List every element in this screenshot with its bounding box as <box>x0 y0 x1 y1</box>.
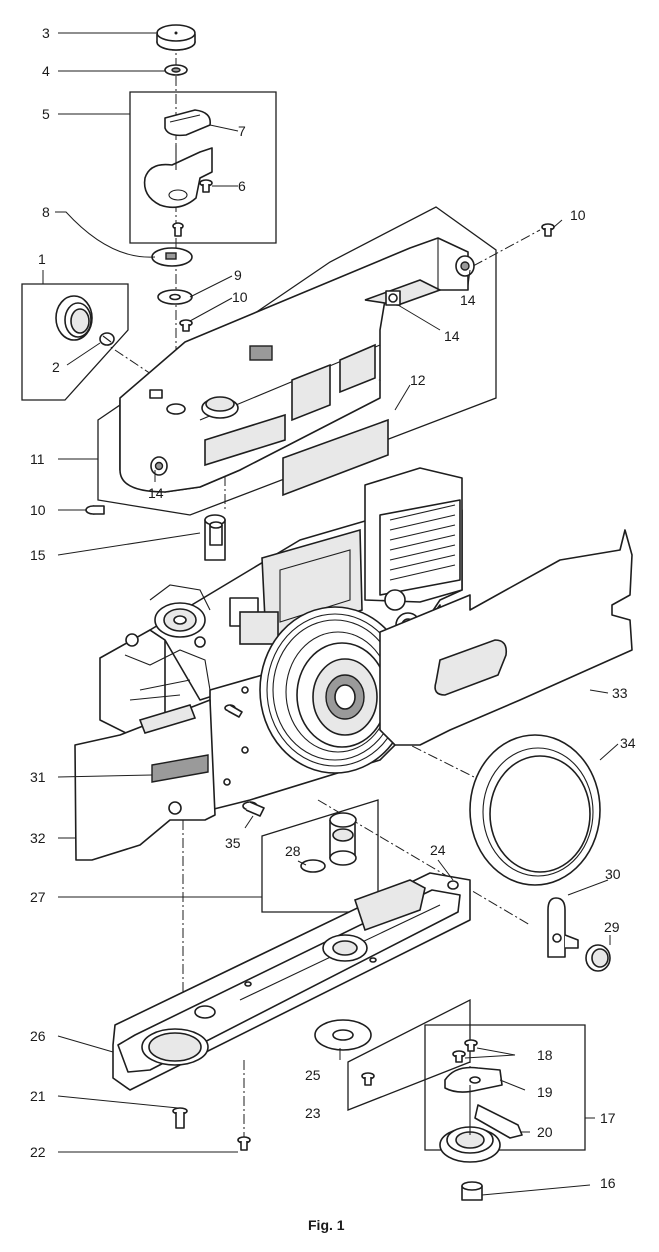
label-20: 20 <box>537 1124 553 1140</box>
group-frame-17 <box>424 1024 586 1151</box>
label-15: 15 <box>30 547 46 563</box>
body-screw-extra <box>224 704 243 718</box>
part-23-screw <box>361 1072 375 1086</box>
part-26-baseplate <box>112 872 471 1091</box>
part-12-window-plate <box>282 418 389 497</box>
part-33-leatherette-right <box>379 529 633 746</box>
label-31: 31 <box>30 769 46 785</box>
group-frame-27 <box>261 799 379 913</box>
leader-lines <box>42 32 619 1196</box>
label-33: 33 <box>612 685 628 701</box>
part-32-leatherette-left <box>74 699 216 861</box>
label-18: 18 <box>537 1047 553 1063</box>
label-27: 27 <box>30 889 46 905</box>
part-30-bracket <box>547 897 579 958</box>
part-5-advance-lever <box>143 145 213 209</box>
part-15-release-stem <box>209 521 223 546</box>
label-16: 16 <box>600 1175 616 1191</box>
label-34: 34 <box>620 735 636 751</box>
label-26: 26 <box>30 1028 46 1044</box>
part-31-plate <box>151 754 209 783</box>
part-10-screw-c <box>85 505 105 515</box>
frame-window <box>204 413 286 467</box>
label-32: 32 <box>30 830 46 846</box>
part-24-screw <box>447 880 459 890</box>
part-14-strap-lug-left <box>150 456 168 476</box>
label-7: 7 <box>238 123 246 139</box>
lens-assembly <box>259 606 411 774</box>
label-24: 24 <box>430 842 446 858</box>
group-frame-1 <box>21 283 129 401</box>
part-21-screw <box>172 1107 188 1129</box>
part-34-front-ring <box>469 734 601 886</box>
group-frame-23 <box>347 998 471 1111</box>
part-35-screw <box>242 801 265 817</box>
label-19: 19 <box>537 1084 553 1100</box>
label-30: 30 <box>605 866 621 882</box>
rangefinder-window <box>339 343 376 394</box>
part-10-screw-a <box>179 319 193 332</box>
group-frame-11 <box>97 206 497 516</box>
viewfinder-window <box>291 363 331 422</box>
part-14-strap-lug-right <box>455 255 475 277</box>
label-6: 6 <box>238 178 246 194</box>
part-7-lever-cover <box>164 109 212 137</box>
label-11: 11 <box>30 451 45 467</box>
part-17-rewind-base <box>439 1085 501 1163</box>
label-10-b: 10 <box>570 207 586 223</box>
part-8-ratchet-plate <box>151 247 193 267</box>
label-10-c: 10 <box>30 502 46 518</box>
label-5: 5 <box>42 106 50 122</box>
figure-caption: Fig. 1 <box>308 1217 345 1233</box>
part-4-collar <box>164 64 188 76</box>
part-11-top-cover <box>119 237 469 493</box>
label-14-right: 14 <box>460 292 476 308</box>
label-25: 25 <box>305 1067 321 1083</box>
label-22: 22 <box>30 1144 46 1160</box>
label-21: 21 <box>30 1088 46 1104</box>
part-10-screw-b <box>541 223 555 237</box>
part-9-washer <box>157 289 193 305</box>
lever-screw <box>172 222 184 237</box>
part-29-knob <box>585 944 611 972</box>
label-10-a: 10 <box>232 289 248 305</box>
label-29: 29 <box>604 919 620 935</box>
part-19-crank-plate <box>444 1066 503 1093</box>
label-28: 28 <box>285 843 301 859</box>
part-16-foot <box>461 1181 483 1201</box>
part-20-crank-lever <box>474 1104 523 1139</box>
part-3-shutter-cap <box>156 24 196 51</box>
part-25-washer <box>314 1019 372 1051</box>
label-4: 4 <box>42 63 50 79</box>
label-17: 17 <box>600 1110 616 1126</box>
label-35: 35 <box>225 835 241 851</box>
part-2-eyepiece-glass <box>99 332 115 346</box>
label-13: 14 <box>444 328 460 344</box>
label-2: 2 <box>52 359 60 375</box>
label-3: 3 <box>42 25 50 41</box>
part-18-screws <box>452 1039 478 1063</box>
group-frame-5 <box>129 91 277 244</box>
part-1-eyepiece <box>55 295 93 341</box>
part-28-washer <box>300 859 326 873</box>
part-13-eyelet <box>385 290 401 306</box>
part-6-screw <box>199 179 213 193</box>
part-27-tripod-socket <box>329 812 357 866</box>
label-9: 9 <box>234 267 242 283</box>
label-1: 1 <box>38 251 46 267</box>
part-22-screw <box>237 1136 251 1151</box>
label-14-left: 14 <box>148 485 164 501</box>
label-23: 23 <box>305 1105 321 1121</box>
label-12: 12 <box>410 372 426 388</box>
label-8: 8 <box>42 204 50 220</box>
